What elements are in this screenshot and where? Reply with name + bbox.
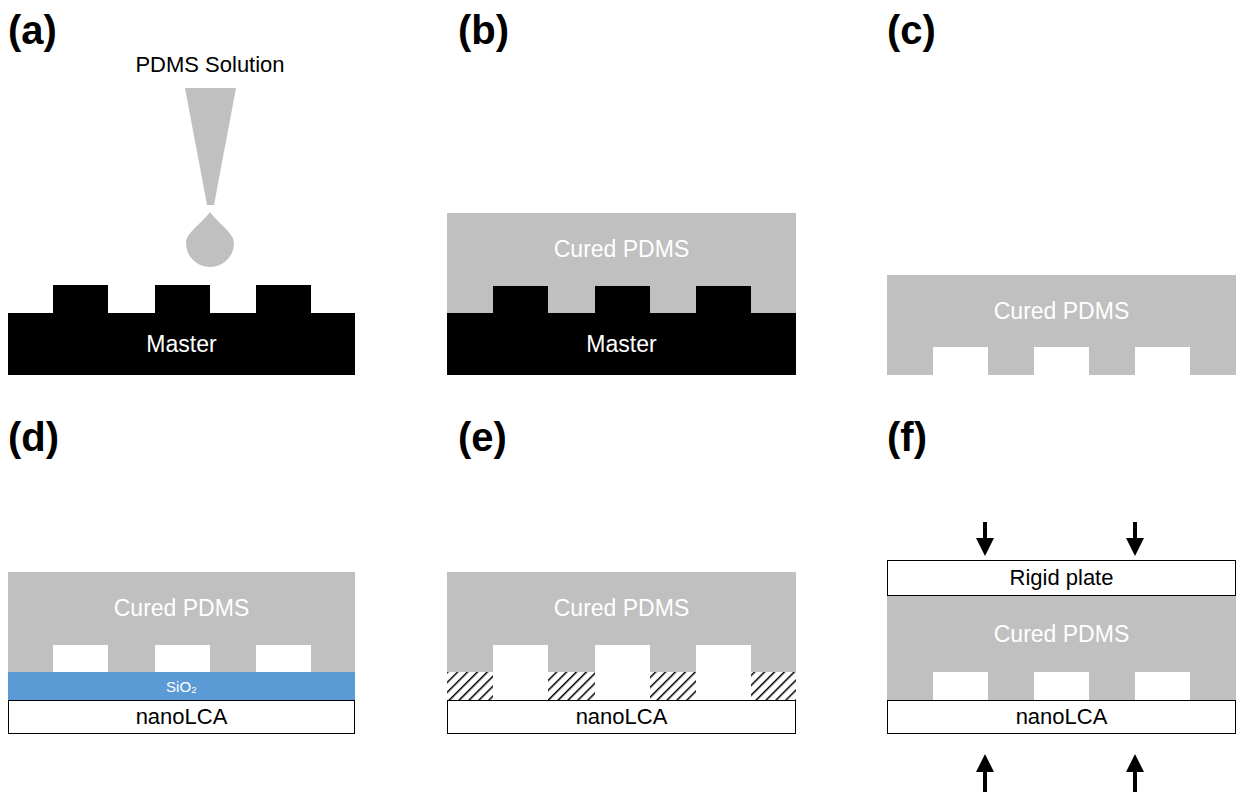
text-area: Cured PDMS <box>447 213 796 285</box>
channel-feature <box>1135 672 1190 700</box>
pdms-block: Cured PDMS <box>447 572 796 672</box>
text-area: nanoLCA <box>888 701 1235 733</box>
layer-label: Master <box>146 331 216 358</box>
channel-feature <box>595 286 650 313</box>
text-area: nanoLCA <box>9 701 354 733</box>
layer-label: nanoLCA <box>136 704 228 730</box>
nozzle <box>185 88 236 205</box>
hatched-layer <box>447 672 796 700</box>
channel-feature <box>933 672 988 700</box>
panel-label: (f) <box>887 415 927 460</box>
panel-label: (b) <box>458 8 509 53</box>
text-area: Cured PDMS <box>447 572 796 644</box>
channel-feature <box>493 286 548 313</box>
text-area: Rigid plate <box>888 561 1235 594</box>
panel-label: (d) <box>8 415 59 460</box>
sio2-layer: SiO₂ <box>8 672 355 700</box>
master-base: Master <box>8 313 355 375</box>
panel-label: (a) <box>8 8 57 53</box>
pdms-block: Cured PDMS <box>887 275 1236 375</box>
channel-feature <box>933 347 988 375</box>
channel-feature <box>53 645 108 672</box>
channel-feature <box>1034 347 1089 375</box>
layer-label: Cured PDMS <box>994 298 1129 325</box>
text-area: Master <box>8 313 355 375</box>
text-area: nanoLCA <box>448 701 795 733</box>
master-base: Master <box>447 313 796 375</box>
layer-label: Cured PDMS <box>554 236 689 263</box>
material-label: PDMS Solution <box>135 52 284 78</box>
layer-label: nanoLCA <box>576 704 668 730</box>
master-ridges <box>53 285 311 314</box>
text-area: Cured PDMS <box>887 275 1236 347</box>
nanolca-substrate: nanoLCA <box>8 700 355 734</box>
channel-feature <box>1034 672 1089 700</box>
channel-feature <box>696 286 751 313</box>
text-area: Master <box>447 313 796 375</box>
layer-label: Cured PDMS <box>994 621 1129 648</box>
rigid-plate: Rigid plate <box>887 560 1236 596</box>
layer-label: nanoLCA <box>1016 704 1108 730</box>
channel-feature <box>256 645 311 672</box>
channel-feature <box>595 645 650 672</box>
channel-feature <box>696 645 751 672</box>
channel-feature <box>493 645 548 672</box>
pdms-block: Cured PDMS <box>447 213 796 313</box>
pdms-block: Cured PDMS <box>8 572 355 672</box>
layer-label: Cured PDMS <box>554 595 689 622</box>
nanolca-substrate: nanoLCA <box>447 700 796 734</box>
pdms-block: Cured PDMS <box>887 596 1236 700</box>
layer-label: SiO₂ <box>166 678 197 695</box>
text-area: SiO₂ <box>8 672 355 700</box>
layer-label: Rigid plate <box>1010 565 1114 591</box>
nanolca-substrate: nanoLCA <box>887 700 1236 734</box>
panel-label: (e) <box>458 415 507 460</box>
text-area: Cured PDMS <box>8 572 355 644</box>
panel-label: (c) <box>887 8 936 53</box>
text-area: Cured PDMS <box>887 596 1236 672</box>
layer-label: Master <box>586 331 656 358</box>
channel-feature <box>155 645 210 672</box>
pdms-drop <box>186 212 234 267</box>
channel-feature <box>1135 347 1190 375</box>
layer-label: Cured PDMS <box>114 595 249 622</box>
